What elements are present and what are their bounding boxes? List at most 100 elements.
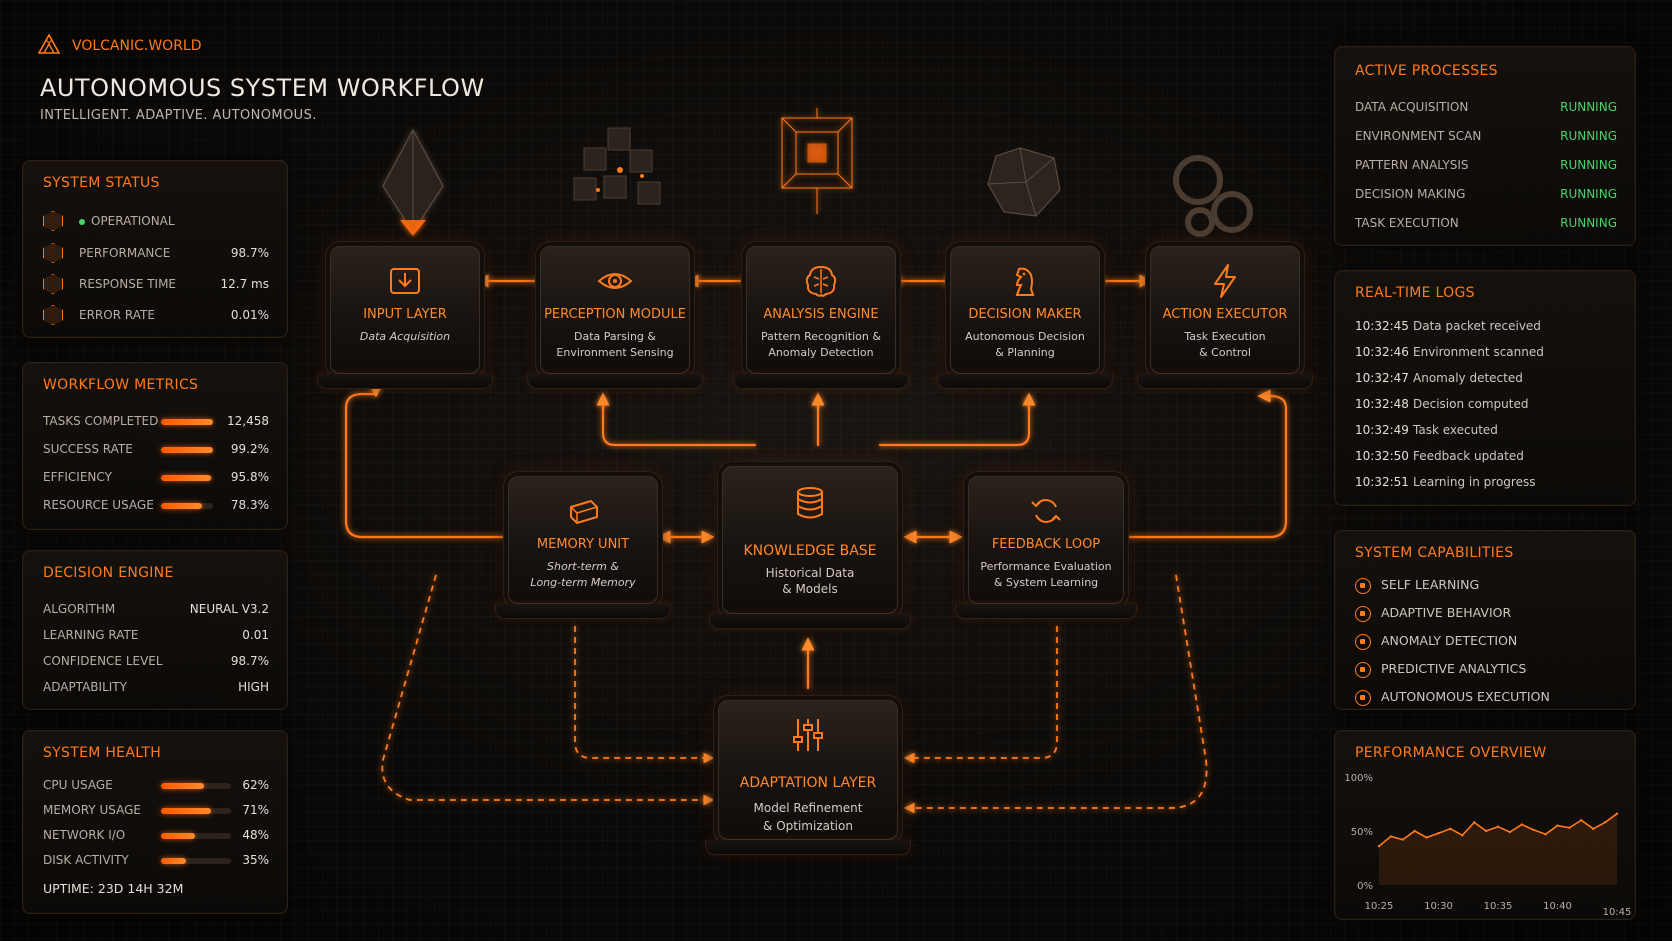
data-point xyxy=(1389,835,1393,838)
node-description-line: Long-term Memory xyxy=(530,576,636,589)
data-point xyxy=(1603,821,1607,824)
log-message: Feedback updated xyxy=(1413,449,1524,463)
decision-maker-node[interactable]: DECISION MAKER Autonomous Decision & Pla… xyxy=(937,246,1113,389)
memory-chip-icon xyxy=(570,499,598,525)
log-message: Data packet received xyxy=(1413,319,1541,333)
log-message: Task executed xyxy=(1413,423,1498,437)
node-description-line: Pattern Recognition & xyxy=(761,330,881,343)
data-point xyxy=(1568,826,1571,829)
health-label: MEMORY USAGE xyxy=(43,803,141,817)
node-title: ADAPTATION LAYER xyxy=(739,775,877,791)
decision-label: LEARNING RATE xyxy=(43,628,139,642)
log-entry: 10:32:46 Environment scanned xyxy=(1355,345,1544,359)
y-tick-label: 0% xyxy=(1357,881,1373,892)
node-description-line: Short-term & xyxy=(547,560,619,573)
metric-bar-fill xyxy=(161,447,213,453)
data-point xyxy=(1496,825,1500,828)
status-label: OPERATIONAL xyxy=(91,214,175,228)
decision-label: CONFIDENCE LEVEL xyxy=(43,654,163,668)
status-dot-icon xyxy=(79,218,85,225)
health-value: 48% xyxy=(242,828,269,842)
system-health-title: SYSTEM HEALTH xyxy=(43,745,162,761)
capability-icon xyxy=(1355,633,1371,650)
series-area xyxy=(1379,813,1617,885)
workflow-metrics-title: WORKFLOW METRICS xyxy=(43,377,199,393)
memory-unit-node[interactable]: MEMORY UNIT Short-term & Long-term Memor… xyxy=(495,476,671,619)
health-label: DISK ACTIVITY xyxy=(43,853,129,867)
log-timestamp: 10:32:51 xyxy=(1355,475,1409,489)
data-point xyxy=(1556,824,1559,827)
process-status-badge: RUNNING xyxy=(1560,187,1617,201)
metric-value: 12,458 xyxy=(227,414,269,428)
action-executor-node[interactable]: ACTION EXECUTOR Task Execution & Control xyxy=(1137,246,1313,389)
status-value: 98.7% xyxy=(230,246,269,260)
input-layer-node[interactable]: INPUT LAYER Data Acquisition xyxy=(317,246,493,389)
data-point xyxy=(1532,828,1535,832)
log-timestamp: 10:32:46 xyxy=(1355,345,1409,359)
process-label: ENVIRONMENT SCAN xyxy=(1355,129,1482,143)
capability-item: ADAPTIVE BEHAVIOR xyxy=(1355,605,1511,622)
x-tick-label: 10:45 xyxy=(1603,907,1631,918)
data-point xyxy=(1425,836,1428,839)
metric-bar xyxy=(161,503,213,509)
decision-row-adaptability: ADAPTABILITY HIGH xyxy=(43,677,269,697)
status-label: ERROR RATE xyxy=(79,308,155,322)
decision-label: ALGORITHM xyxy=(43,602,116,616)
decision-value: NEURAL V3.2 xyxy=(189,602,269,616)
health-bar-fill xyxy=(161,833,195,839)
capability-label: AUTONOMOUS EXECUTION xyxy=(1381,689,1550,704)
capability-label: PREDICTIVE ANALYTICS xyxy=(1381,661,1527,676)
metric-label: EFFICIENCY xyxy=(43,470,112,484)
status-label: RESPONSE TIME xyxy=(79,277,177,291)
system-status-panel: SYSTEM STATUS OPERATIONAL PERFORMANCE 98… xyxy=(22,160,288,338)
node-description-line: & Planning xyxy=(995,346,1055,359)
node-description-line: Historical Data xyxy=(765,566,855,580)
health-value: 71% xyxy=(242,803,269,817)
log-timestamp: 10:32:45 xyxy=(1355,319,1409,333)
capability-label: SELF LEARNING xyxy=(1381,577,1480,592)
page-subtitle: INTELLIGENT. ADAPTIVE. AUTONOMOUS. xyxy=(40,108,317,123)
node-description-line: & Models xyxy=(782,582,838,596)
database-icon xyxy=(797,487,823,519)
metric-row: RESOURCE USAGE 78.3% xyxy=(43,495,269,515)
brain-icon xyxy=(805,265,837,297)
feedback-loop-node[interactable]: FEEDBACK LOOP Performance Evaluation & S… xyxy=(955,476,1137,619)
log-timestamp: 10:32:47 xyxy=(1355,371,1409,385)
adaptation-layer-node[interactable]: ADAPTATION LAYER Model Refinement & Opti… xyxy=(705,700,911,855)
health-bar-fill xyxy=(161,783,205,789)
health-value: 62% xyxy=(242,778,269,792)
capability-label: ADAPTIVE BEHAVIOR xyxy=(1381,605,1512,620)
process-label: DATA ACQUISITION xyxy=(1355,100,1469,114)
data-point xyxy=(1377,844,1381,848)
node-description: Task Execution & Control xyxy=(1151,329,1299,361)
node-description: Short-term & Long-term Memory xyxy=(509,559,657,591)
analysis-engine-node[interactable]: ANALYSIS ENGINE Pattern Recognition & An… xyxy=(733,246,909,389)
decision-row-learning-rate: LEARNING RATE 0.01 xyxy=(43,625,269,645)
metric-bar xyxy=(161,419,213,425)
capability-icon xyxy=(1355,689,1371,706)
perception-module-node[interactable]: PERCEPTION MODULE Data Parsing & Environ… xyxy=(527,246,703,389)
metric-label: RESOURCE USAGE xyxy=(43,498,154,512)
metric-value: 78.3% xyxy=(230,498,269,512)
health-bar-fill xyxy=(161,858,186,864)
node-description-line: Autonomous Decision xyxy=(965,330,1085,343)
log-message: Environment scanned xyxy=(1413,345,1544,359)
metric-bar-fill xyxy=(161,419,213,425)
capability-icon xyxy=(1355,661,1371,678)
decision-value: 98.7% xyxy=(230,654,269,668)
health-label: CPU USAGE xyxy=(43,778,113,792)
knowledge-base-node[interactable]: KNOWLEDGE BASE Historical Data & Models xyxy=(709,466,911,629)
health-bar xyxy=(161,833,231,839)
decision-engine-title: DECISION ENGINE xyxy=(43,565,174,581)
